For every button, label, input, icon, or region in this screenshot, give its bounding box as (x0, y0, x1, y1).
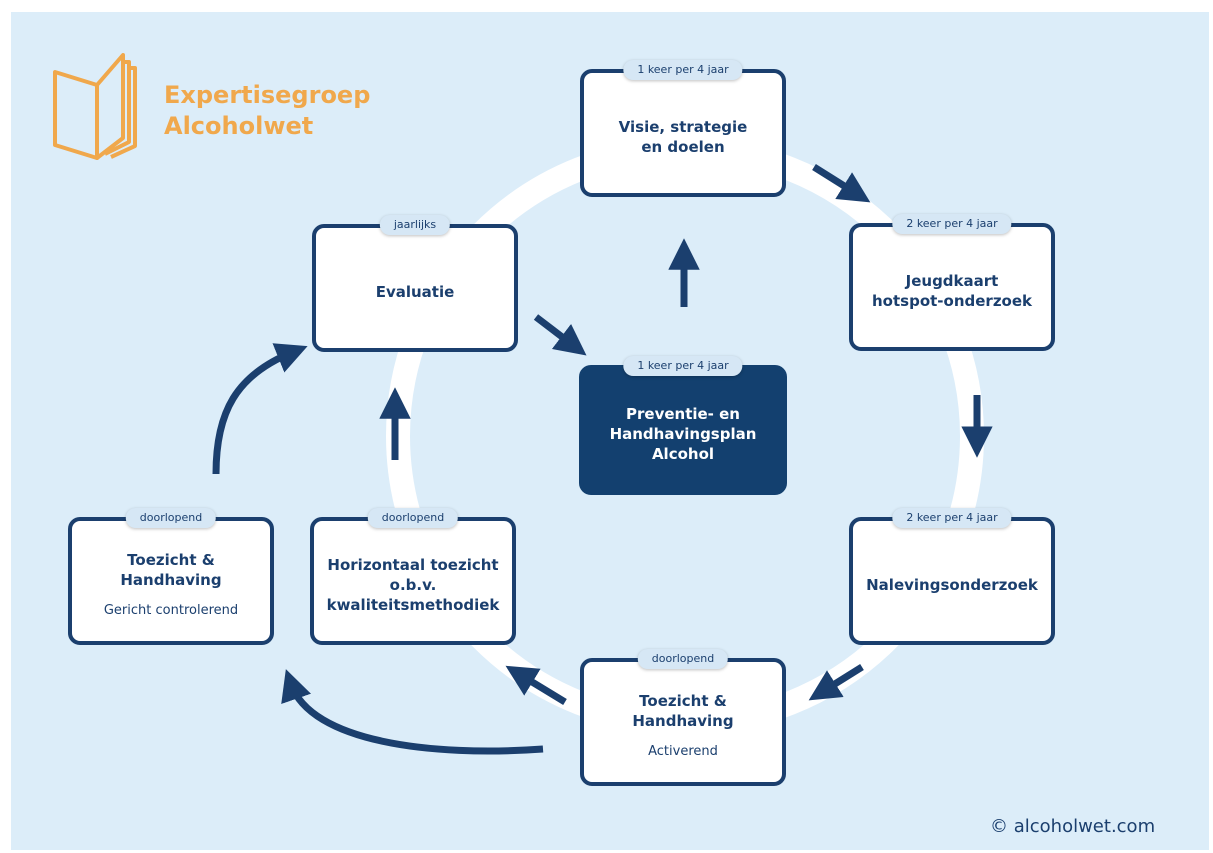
node-title: Visie, strategie en doelen (618, 118, 748, 156)
arrow-visie-to-jeugdkaart (812, 164, 871, 203)
arrow-gericht-to-evaluatie (212, 343, 308, 475)
arrow-evaluatie-to-plan (533, 314, 587, 356)
node-subtitle: Activerend (648, 744, 718, 759)
frequency-badge: doorlopend (125, 508, 217, 528)
arrow-naleving-to-toezicht (808, 664, 864, 701)
brand-line-2: Alcoholwet (164, 112, 314, 140)
node-preventieplan: 1 keer per 4 jaar Preventie- en Handhavi… (579, 356, 787, 495)
frequency-badge: doorlopend (637, 649, 729, 669)
arrow-toezicht-to-gericht (281, 669, 544, 755)
node-title: Preventie- en Handhavingsplan Alcohol (609, 405, 757, 463)
frequency-badge: 2 keer per 4 jaar (892, 214, 1012, 234)
frequency-badge: jaarlijks (379, 215, 451, 235)
node-toezicht-gericht: doorlopend Toezicht & Handhaving Gericht… (68, 508, 274, 645)
frequency-badge: doorlopend (367, 508, 459, 528)
copyright-text: © alcoholwet.com (990, 816, 1156, 837)
node-title: Toezicht & Handhaving (120, 551, 222, 589)
node-title: Horizontaal toezicht o.b.v. kwaliteitsme… (326, 556, 500, 614)
book-logo-icon (53, 53, 137, 160)
node-horizontaal-toezicht: doorlopend Horizontaal toezicht o.b.v. k… (310, 508, 516, 645)
node-title: Evaluatie (375, 283, 455, 301)
node-naleving: 2 keer per 4 jaar Nalevingsonderzoek (849, 508, 1055, 645)
node-title: Toezicht & Handhaving (632, 692, 734, 730)
node-jeugdkaart: 2 keer per 4 jaar Jeugdkaart hotspot-ond… (849, 214, 1055, 351)
brand-name: Expertisegroep Alcoholwet (164, 80, 370, 142)
node-evaluatie: jaarlijks Evaluatie (312, 215, 518, 352)
node-title: Jeugdkaart hotspot-onderzoek (872, 272, 1032, 310)
node-title: Nalevingsonderzoek (866, 576, 1038, 594)
node-subtitle: Gericht controlerend (103, 603, 239, 618)
diagram-canvas: Expertisegroep Alcoholwet 1 keer per 4 j… (11, 12, 1209, 850)
node-toezicht-activerend: doorlopend Toezicht & Handhaving Activer… (580, 649, 786, 786)
frequency-badge: 2 keer per 4 jaar (892, 508, 1012, 528)
frequency-badge: 1 keer per 4 jaar (623, 60, 743, 80)
arrow-toezicht-to-horizontaal (505, 665, 567, 705)
frequency-badge: 1 keer per 4 jaar (623, 356, 743, 376)
node-visie: 1 keer per 4 jaar Visie, strategie en do… (580, 60, 786, 197)
brand-line-1: Expertisegroep (164, 81, 371, 109)
